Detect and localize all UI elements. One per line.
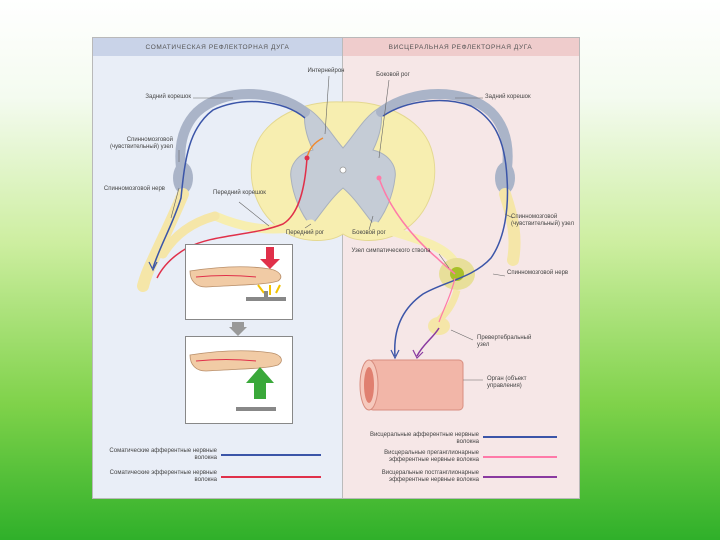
label-anterior-horn: Передний рог xyxy=(285,230,325,236)
left-ventral-root xyxy=(210,211,316,234)
label-spinal-ganglion-right: Спинномозговой (чувствительный) узел xyxy=(511,214,574,227)
label-dorsal-root-left: Задний корешок xyxy=(145,94,191,100)
label-spinal-nerve-left: Спинномозговой нерв xyxy=(103,186,165,192)
legend-visceral-preganglionic: Висцеральные преганглионарные эфферентны… xyxy=(384,450,479,463)
legend-somatic-afferent-line xyxy=(221,454,321,456)
label-sympathetic-trunk-node: Узел симпатического ствола xyxy=(351,248,431,254)
label-prevertebral-node: Превертебральный узел xyxy=(477,335,532,348)
prevertebral-node xyxy=(428,317,450,335)
withdrawal-arrow-icon xyxy=(246,367,274,399)
label-lateral-horn: Боковой рог xyxy=(376,72,410,78)
legend-visceral-postganglionic: Висцеральные постганглионарные эфферентн… xyxy=(381,470,479,483)
finger-stimulus-illustration xyxy=(189,247,286,301)
pain-stimulus-arrow-icon xyxy=(260,247,280,269)
visceral-preganglionic-fiber xyxy=(378,177,456,275)
down-arrow-icon xyxy=(229,322,247,336)
organ-tube xyxy=(368,359,464,411)
label-organ: Орган (объект управления) xyxy=(487,376,527,389)
visceral-postganglionic-fiber xyxy=(416,327,440,357)
legend-somatic-afferent: Соматические афферентные нервные волокна xyxy=(109,448,217,461)
somatic-afferent-fiber xyxy=(152,100,306,269)
label-spinal-ganglion: Спинномозговой (чувствительный) узел xyxy=(110,137,173,150)
somatic-arc-title: СОМАТИЧЕСКАЯ РЕФЛЕКТОРНАЯ ДУГА xyxy=(93,38,342,56)
label-ventral-root: Передний корешок xyxy=(213,190,266,196)
legend-visceral-afferent-line xyxy=(483,436,557,438)
legend-visceral-afferent: Висцеральные афферентные нервные волокна xyxy=(369,432,479,445)
label-dorsal-root-right: Задний корешок xyxy=(485,94,531,100)
diagram-panel: СОМАТИЧЕСКАЯ РЕФЛЕКТОРНАЯ ДУГА ВИСЦЕРАЛЬ… xyxy=(92,37,580,499)
legend-somatic-efferent-line xyxy=(221,476,321,478)
central-canal xyxy=(339,166,347,174)
legend-visceral-preganglionic-line xyxy=(483,456,557,458)
legend-visceral-postganglionic-line xyxy=(483,476,557,478)
legend-somatic-efferent: Соматические эфферентные нервные волокна xyxy=(109,470,217,483)
left-dorsal-root xyxy=(175,89,310,173)
visceral-arc-title: ВИСЦЕРАЛЬНАЯ РЕФЛЕКТОРНАЯ ДУГА xyxy=(342,38,579,56)
reflex-arc-illustration xyxy=(137,75,521,411)
section-divider xyxy=(342,38,343,498)
label-lateral-horn-bottom: Боковой рог xyxy=(352,230,386,236)
finger-stimulus-box xyxy=(185,244,293,320)
right-dorsal-root xyxy=(376,89,513,173)
left-spinal-nerve xyxy=(137,188,189,292)
right-spinal-ganglion xyxy=(495,162,515,194)
label-interneuron: Интернейрон xyxy=(307,68,345,74)
visceral-afferent-fiber xyxy=(382,99,509,357)
somatic-efferent-fiber xyxy=(156,157,308,279)
finger-withdrawal-illustration xyxy=(189,350,282,411)
finger-withdrawal-box xyxy=(185,336,293,424)
label-spinal-nerve-right: Спинномозговой нерв xyxy=(507,270,569,276)
